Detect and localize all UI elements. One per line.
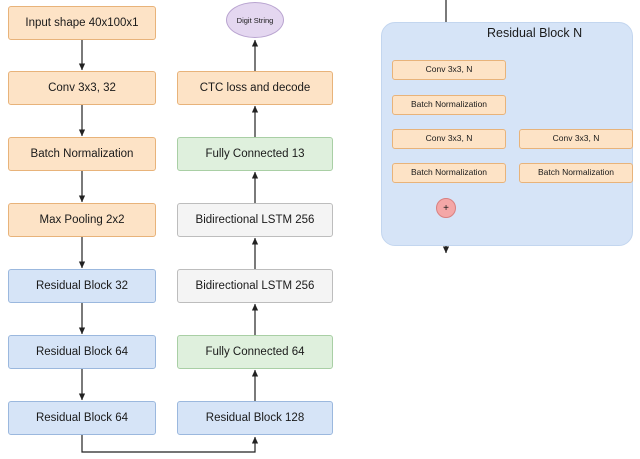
panel-node-batch-norm-shortcut[interactable]: Batch Normalization	[519, 163, 633, 183]
panel-node-batch-norm-2[interactable]: Batch Normalization	[392, 163, 506, 183]
node-residual-block-64-a[interactable]: Residual Block 64	[8, 335, 156, 369]
residual-block-panel-title: Residual Block N	[487, 26, 583, 40]
node-bidirectional-lstm-256-b[interactable]: Bidirectional LSTM 256	[177, 269, 333, 303]
node-residual-block-128[interactable]: Residual Block 128	[177, 401, 333, 435]
panel-node-conv-n-1[interactable]: Conv 3x3, N	[392, 60, 506, 80]
node-digit-string-output[interactable]: Digit String	[226, 2, 284, 38]
node-bidirectional-lstm-256-a[interactable]: Bidirectional LSTM 256	[177, 203, 333, 237]
panel-node-conv-n-shortcut[interactable]: Conv 3x3, N	[519, 129, 633, 149]
node-batch-normalization[interactable]: Batch Normalization	[8, 137, 156, 171]
node-conv-32[interactable]: Conv 3x3, 32	[8, 71, 156, 105]
node-max-pooling[interactable]: Max Pooling 2x2	[8, 203, 156, 237]
node-fully-connected-64[interactable]: Fully Connected 64	[177, 335, 333, 369]
node-fully-connected-13[interactable]: Fully Connected 13	[177, 137, 333, 171]
node-residual-block-32[interactable]: Residual Block 32	[8, 269, 156, 303]
node-input-shape[interactable]: Input shape 40x100x1	[8, 6, 156, 40]
node-ctc-loss-decode[interactable]: CTC loss and decode	[177, 71, 333, 105]
panel-node-conv-n-2[interactable]: Conv 3x3, N	[392, 129, 506, 149]
add-operator-node[interactable]: +	[436, 198, 456, 218]
panel-node-batch-norm-1[interactable]: Batch Normalization	[392, 95, 506, 115]
node-residual-block-64-b[interactable]: Residual Block 64	[8, 401, 156, 435]
